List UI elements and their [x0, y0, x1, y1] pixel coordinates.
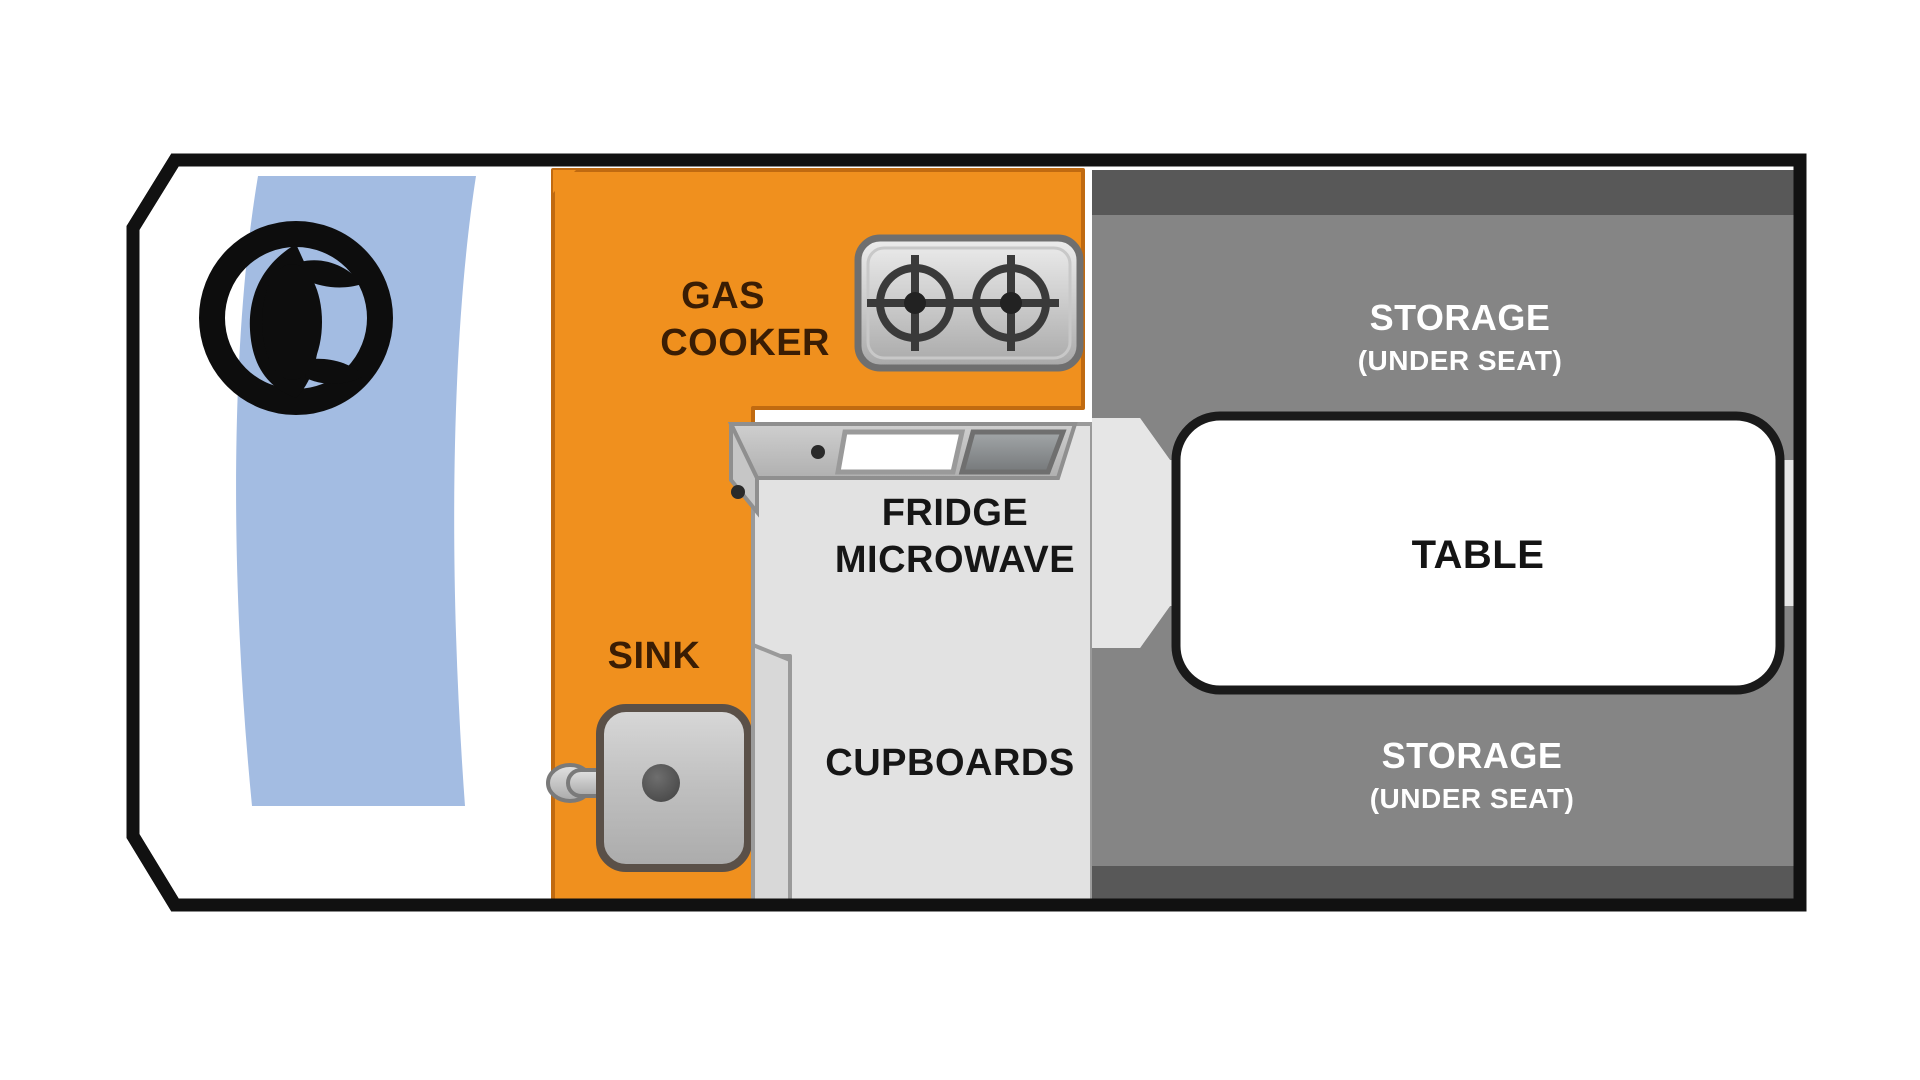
microwave-door[interactable]: [958, 429, 1067, 475]
storage-under-seat-top[interactable]: [1092, 170, 1794, 488]
label-microwave: MICROWAVE: [835, 539, 1075, 581]
label-storage-top-sub: (UNDER SEAT): [1358, 345, 1563, 376]
label-cupboards: CUPBOARDS: [825, 742, 1074, 784]
label-gas: GAS: [681, 275, 765, 317]
cabinet-handle-icon: [731, 485, 745, 499]
steering-wheel-icon: [199, 221, 393, 415]
dining-table[interactable]: [1171, 411, 1785, 695]
label-cooker: COOKER: [660, 322, 830, 364]
burner-right-icon: [963, 255, 1059, 351]
label-sink: SINK: [608, 635, 701, 677]
fridge-door[interactable]: [835, 429, 966, 475]
cupboards-unit[interactable]: [727, 422, 1094, 910]
gas-hob[interactable]: [854, 234, 1084, 372]
label-fridge: FRIDGE: [882, 492, 1029, 534]
label-storage-top: STORAGE: [1370, 297, 1551, 338]
burner-left-icon: [867, 255, 963, 351]
cabinet-handle-icon: [811, 445, 825, 459]
label-storage-bottom-sub: (UNDER SEAT): [1370, 783, 1575, 814]
sink-fixture[interactable]: [546, 704, 752, 872]
van-body-border: [126, 153, 1807, 912]
label-storage-bottom: STORAGE: [1382, 735, 1563, 776]
label-table: TABLE: [1412, 533, 1545, 577]
